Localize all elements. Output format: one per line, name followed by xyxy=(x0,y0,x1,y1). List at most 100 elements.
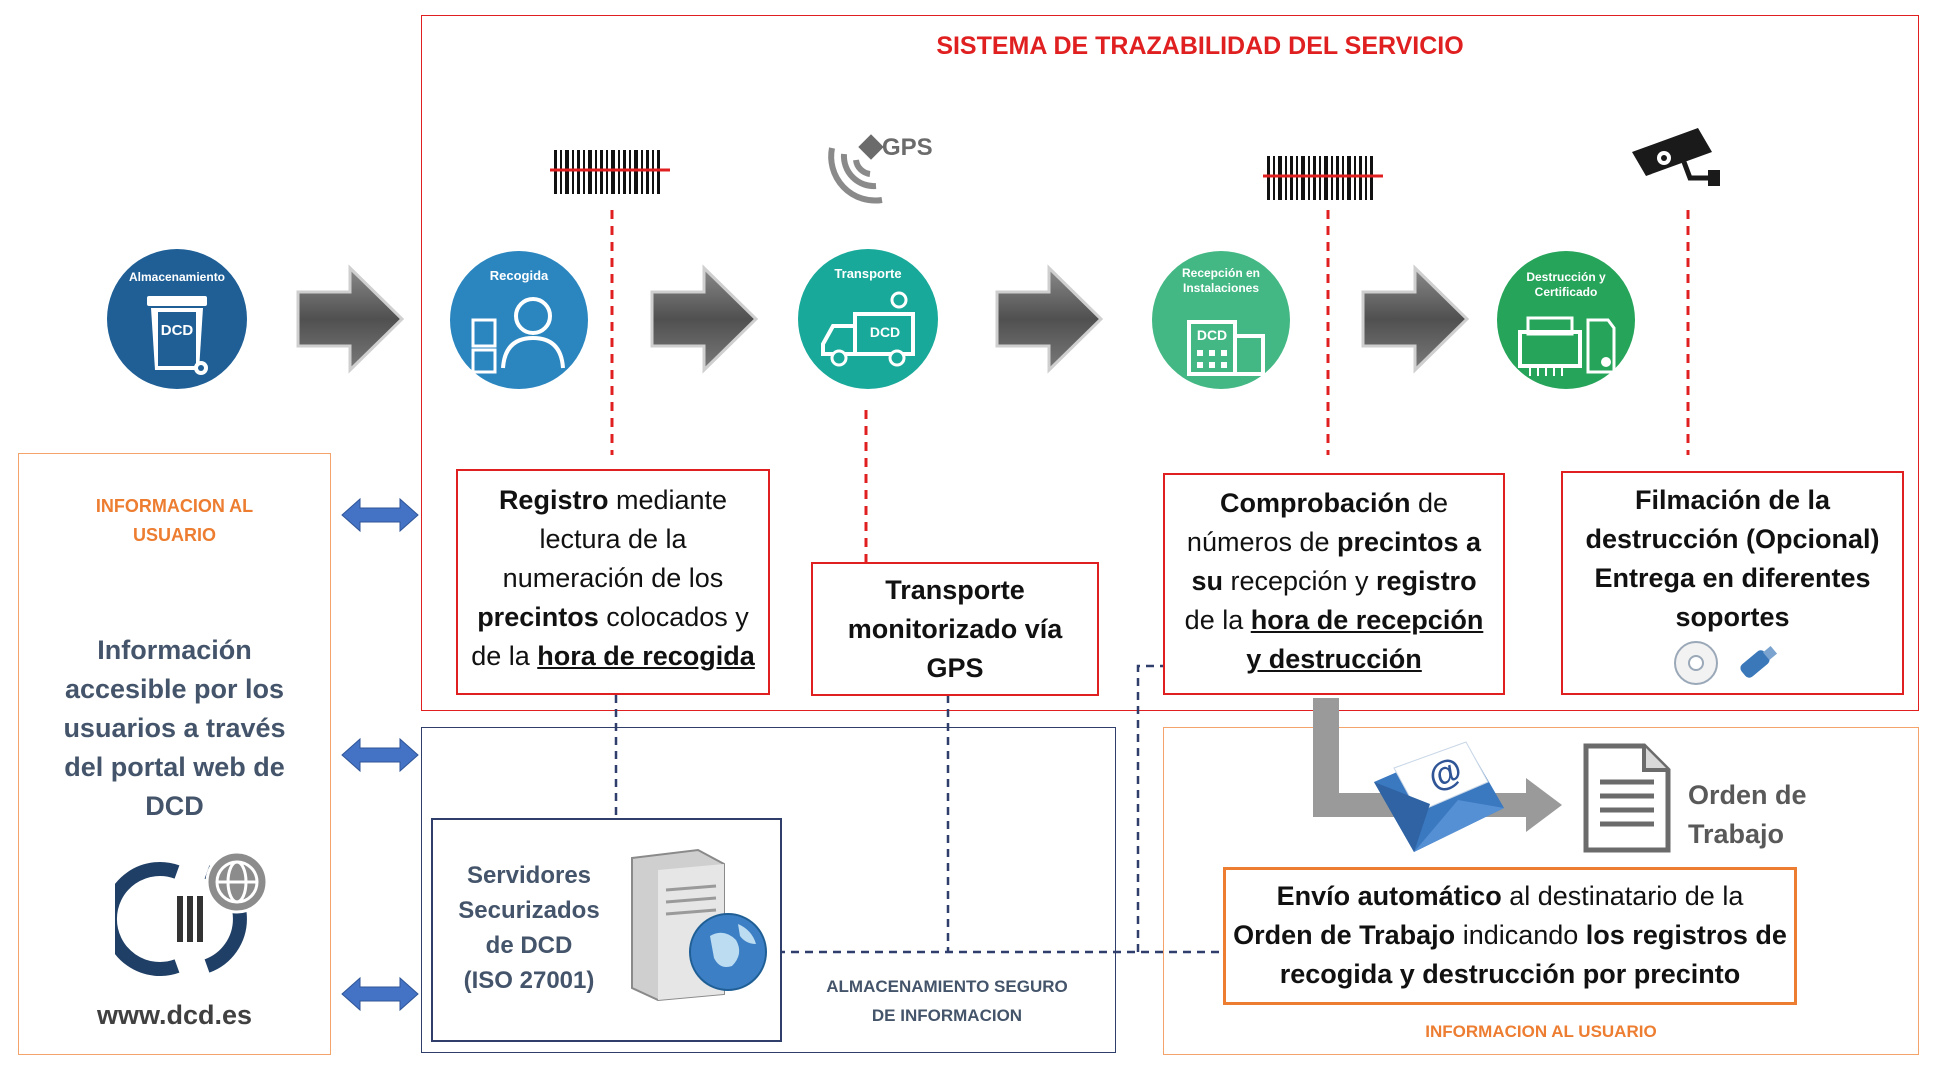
filmacion-text: Filmación de la destrucción (Opcional) E… xyxy=(1563,481,1902,637)
registro-box xyxy=(456,469,770,695)
filmacion-l1: Filmación de la xyxy=(1634,485,1831,515)
comprobacion-t6: recepción y xyxy=(1222,566,1377,596)
comprobacion-t7: registro xyxy=(1376,566,1477,596)
secure-storage-caption-l1: ALMACENAMIENTO SEGURO xyxy=(826,977,1068,996)
stage-label: Recogida xyxy=(489,268,549,283)
registro-t8: hora de recogida xyxy=(537,641,755,671)
stage-label: Almacenamiento xyxy=(128,270,226,284)
user-info-body-l4: del portal web de xyxy=(64,752,285,782)
registro-t4: numeración de los xyxy=(502,563,724,593)
work-order-caption: INFORMACION AL USUARIO xyxy=(1425,1022,1657,1041)
comprobacion-t2: de xyxy=(1410,488,1449,518)
collector-person-icon xyxy=(450,251,588,389)
transporte-text: Transporte monitorizado vía GPS xyxy=(815,571,1095,688)
servers-l1: Servidores xyxy=(466,862,592,889)
registro-t6: colocados y xyxy=(598,602,749,632)
registro-t7: de la xyxy=(471,641,538,671)
building-icon xyxy=(1152,251,1290,389)
filmacion-l2: destrucción (Opcional) xyxy=(1585,524,1880,554)
secure-storage-caption-l2: DE INFORMACION xyxy=(871,1006,1023,1025)
barcode-icon xyxy=(1263,156,1383,200)
system-title: SISTEMA DE TRAZABILIDAD DEL SERVICIO xyxy=(936,32,1464,60)
cctv-camera-icon xyxy=(1632,128,1720,186)
registro-t2: mediante xyxy=(608,485,728,515)
comprobacion-t5: su xyxy=(1191,566,1223,596)
comprobacion-t10: y destrucción xyxy=(1246,644,1422,674)
envio-t4: indicando xyxy=(1455,920,1586,950)
envio-text: Envío automático al destinatario de la O… xyxy=(1226,877,1794,994)
servers-l2: Securizados xyxy=(458,897,600,924)
user-info-body: Información accesible por los usuarios a… xyxy=(18,631,331,826)
dcd-logo-text: DCD xyxy=(1196,327,1228,343)
stage-almacenamiento: Almacenamiento DCD xyxy=(106,248,248,390)
envio-box xyxy=(1223,867,1797,1005)
user-info-title: INFORMACION AL USUARIO xyxy=(18,492,331,550)
transporte-l1: Transporte xyxy=(885,575,1025,605)
registro-t5: precintos xyxy=(477,602,599,632)
user-info-body-l1: Información xyxy=(97,635,252,665)
secure-storage-caption: ALMACENAMIENTO SEGURO DE INFORMACION xyxy=(786,972,1108,1030)
envio-t5: los registros de xyxy=(1585,920,1787,950)
gps-label: GPS xyxy=(882,134,933,161)
transporte-box xyxy=(811,562,1099,696)
envio-t3: Orden de Trabajo xyxy=(1233,920,1456,950)
dcd-logo-text: DCD xyxy=(160,322,194,339)
envio-t2: al destinatario de la xyxy=(1501,881,1744,911)
user-info-title-l1: INFORMACION AL xyxy=(95,496,254,516)
barcode-icon xyxy=(550,150,670,194)
cd-disc-icon xyxy=(1674,641,1718,685)
dcd-logo-text: DCD xyxy=(869,324,901,340)
bidirectional-arrow-icon xyxy=(341,497,419,533)
filmacion-l3: Entrega en diferentes xyxy=(1594,563,1871,593)
stage-label-line2: Certificado xyxy=(1534,285,1598,299)
stage-label-line1: Destrucción y xyxy=(1526,270,1606,284)
comprobacion-t3: números de xyxy=(1186,527,1338,557)
comprobacion-t9: hora de recepción xyxy=(1250,605,1484,635)
document-icon xyxy=(1583,743,1671,853)
servers-l3: de DCD xyxy=(485,932,573,959)
website-url[interactable]: www.dcd.es xyxy=(96,1000,253,1030)
transporte-l3: GPS xyxy=(926,653,984,683)
bin-icon xyxy=(107,249,247,389)
user-info-body-l3: usuarios a través xyxy=(63,713,286,743)
process-arrow xyxy=(296,264,1470,374)
secure-storage-frame xyxy=(421,727,1116,1053)
stage-label: Transporte xyxy=(834,266,902,281)
registro-t3: lectura de la xyxy=(539,524,687,554)
work-order-label-l2: Trabajo xyxy=(1688,819,1785,849)
shredder-certificate-icon xyxy=(1497,251,1635,389)
servers-text: Servidores Securizados de DCD (ISO 27001… xyxy=(436,858,622,998)
filmacion-l4: soportes xyxy=(1675,602,1790,632)
comprobacion-box xyxy=(1163,473,1505,695)
registro-text: Registro mediante lectura de la numeraci… xyxy=(460,481,766,676)
comprobacion-text: Comprobación de números de precintos a s… xyxy=(1165,484,1503,679)
bidirectional-arrow-icon xyxy=(341,737,419,773)
work-order-label: Orden de Trabajo xyxy=(1688,776,1807,854)
gps-satellite-icon xyxy=(828,134,884,204)
server-globe-icon xyxy=(631,848,767,1002)
envio-t6: recogida y destrucción por precinto xyxy=(1279,959,1741,989)
envio-t1: Envío automático xyxy=(1276,881,1502,911)
stage-recogida: Recogida xyxy=(449,250,589,390)
servers-l4: (ISO 27001) xyxy=(463,967,595,994)
user-info-body-l5: DCD xyxy=(145,791,204,821)
user-info-body-l2: accesible por los xyxy=(64,674,285,704)
stage-recepcion: Recepción en Instalaciones DCD xyxy=(1151,250,1291,390)
email-envelope-icon: @ xyxy=(1374,741,1504,852)
user-info-frame xyxy=(18,453,331,1055)
filmacion-box xyxy=(1561,471,1904,695)
bidirectional-arrow-icon xyxy=(341,976,419,1012)
stage-label-line1: Recepción en xyxy=(1181,266,1261,280)
transporte-l2: monitorizado vía xyxy=(847,614,1063,644)
comprobacion-t4: precintos a xyxy=(1337,527,1482,557)
user-info-title-l2: USUARIO xyxy=(132,525,216,545)
stage-label-line2: Instalaciones xyxy=(1182,281,1260,295)
usb-stick-icon xyxy=(1740,645,1778,678)
traceability-system-frame xyxy=(421,15,1919,711)
comprobacion-t8: de la xyxy=(1184,605,1251,635)
dcd-logo xyxy=(115,850,269,976)
